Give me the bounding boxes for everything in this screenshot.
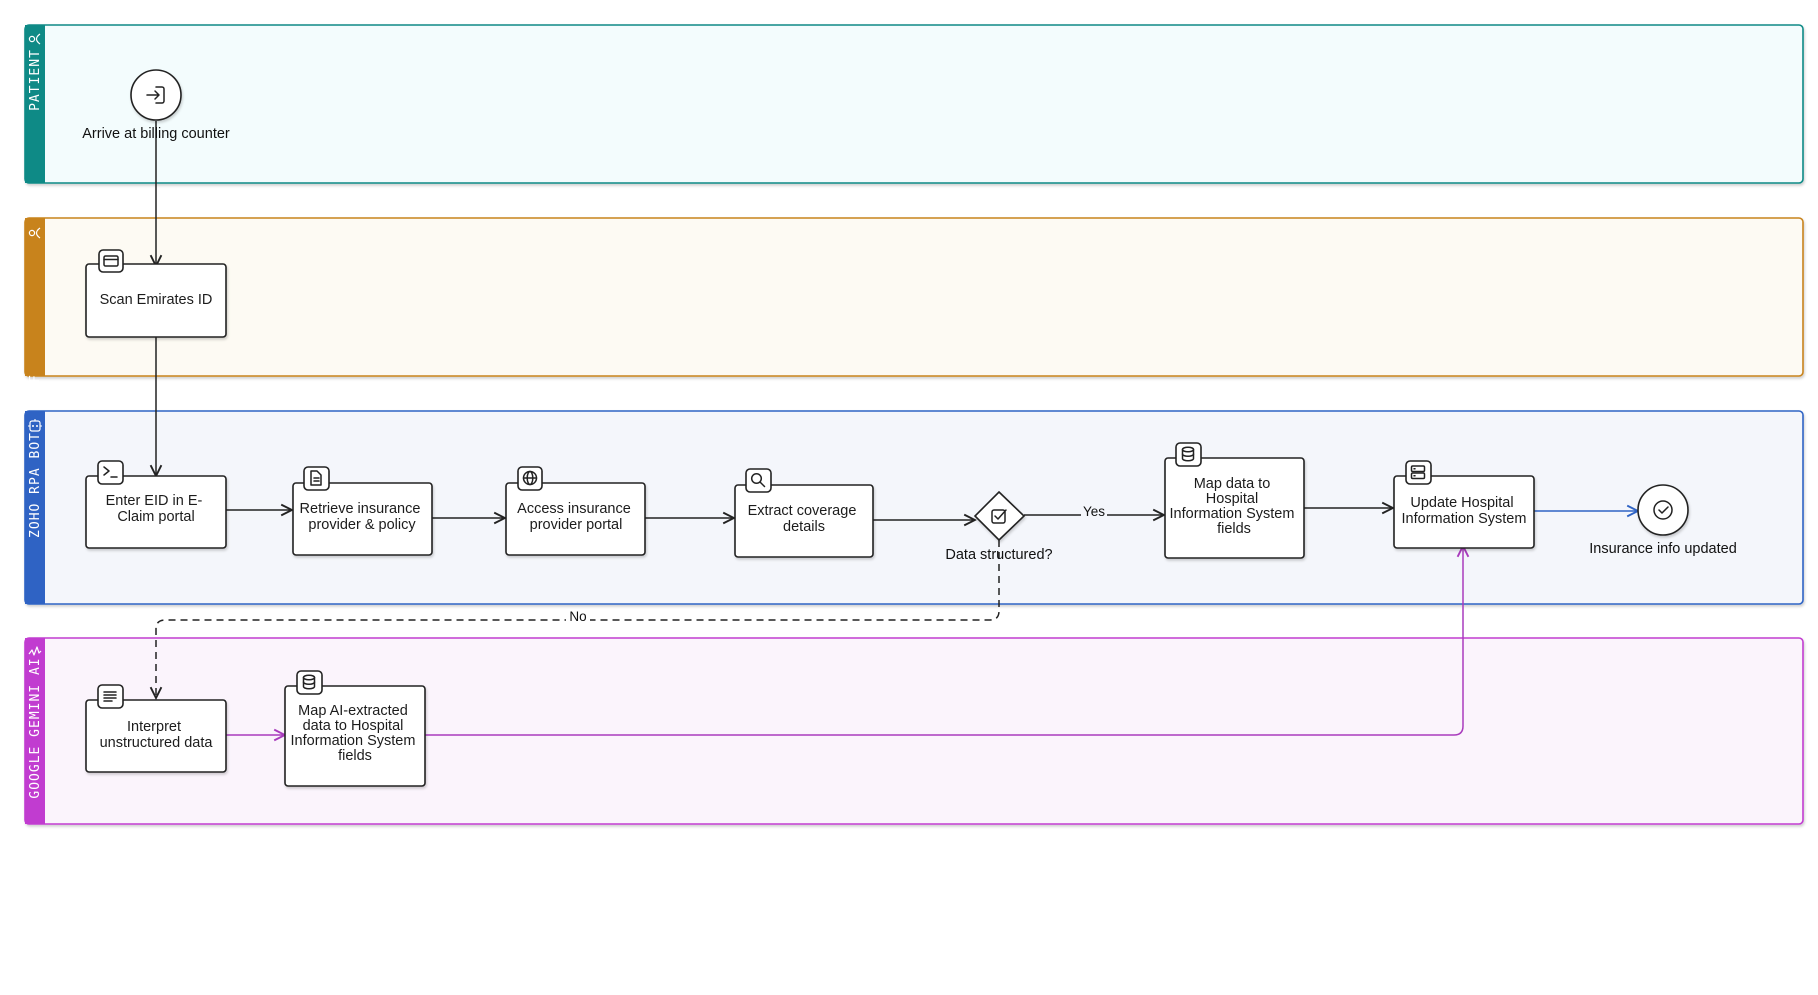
search-icon (750, 472, 766, 488)
edges: Yes No (156, 121, 1638, 735)
task-extract-icon-box (745, 468, 772, 493)
end-event-label: Insurance info updated (1589, 541, 1737, 557)
check-circle-icon (1653, 500, 1673, 520)
task-interpret-box (85, 699, 227, 773)
task-extract-coverage[interactable]: Extract coverage details (734, 468, 874, 558)
task-extract-label: Extract coverage details (748, 503, 861, 535)
end-event[interactable]: Insurance info updated (1589, 484, 1737, 557)
task-scan-icon-box (98, 249, 124, 273)
task-scan-box (85, 263, 227, 338)
lane-ai: GOOGLE GEMINI AI (24, 637, 1804, 825)
task-access-portal[interactable]: Access insurance provider portal (505, 466, 646, 556)
person-icon (28, 33, 41, 45)
document-icon (310, 470, 322, 486)
gateway-label: Data structured? (945, 547, 1052, 563)
database-icon (1181, 446, 1195, 462)
task-retrieve-label: Retrieve insurance provider & policy (300, 501, 425, 533)
lane-rpa: ZOHO RPA BOT (24, 410, 1804, 605)
enter-icon (146, 86, 165, 104)
database-icon (302, 674, 316, 690)
bot-icon (28, 419, 42, 432)
task-map-data-icon-box (1175, 442, 1202, 467)
task-map-ai-label: Map AI-extracted data to Hospital Inform… (291, 703, 420, 764)
person-icon (28, 227, 41, 239)
lane-rpa-body (24, 410, 1804, 605)
task-map-data[interactable]: Map data to Hospital Information System … (1164, 442, 1305, 559)
no-label-group: No (566, 609, 590, 625)
ai-sparkle-icon (28, 646, 42, 656)
task-interpret-unstructured[interactable]: Interpret unstructured data (85, 684, 227, 773)
lane-ai-label: GOOGLE GEMINI AI (28, 657, 43, 798)
edge-mapai-to-update (425, 546, 1463, 736)
start-event[interactable]: Arrive at billing counter (82, 69, 230, 142)
lane-ai-header (25, 638, 45, 824)
lane-patient-label: PATIENT (28, 49, 43, 111)
task-enter-eid-box (85, 475, 227, 549)
task-interpret-label: Interpret unstructured data (100, 719, 214, 751)
task-scan-label: Scan Emirates ID (100, 292, 213, 308)
task-update-box (1393, 475, 1535, 549)
task-enter-eid[interactable]: Enter EID in E- Claim portal (85, 460, 227, 549)
globe-icon (522, 470, 538, 486)
task-retrieve-insurance[interactable]: Retrieve insurance provider & policy (292, 466, 433, 556)
card-icon (103, 255, 119, 267)
lane-staff-header (25, 218, 45, 376)
task-map-ai-icon-box (296, 670, 323, 695)
no-label-bg (566, 609, 590, 625)
task-access-label: Access insurance provider portal (517, 501, 635, 533)
gateway-data-structured[interactable]: Data structured? (945, 490, 1053, 563)
lane-staff-body (24, 217, 1804, 377)
no-label: No (569, 609, 586, 624)
checkbox-icon (991, 509, 1007, 524)
gateway-diamond (973, 490, 1026, 542)
task-extract-box (734, 484, 874, 558)
task-enter-eid-label: Enter EID in E- Claim portal (106, 493, 207, 525)
yes-label-bg (1081, 503, 1107, 519)
text-lines-icon (103, 691, 117, 702)
lane-rpa-header (25, 411, 45, 604)
lane-rpa-label: ZOHO RPA BOT (28, 432, 43, 538)
task-map-data-box (1164, 457, 1305, 559)
task-access-box (505, 482, 646, 556)
lane-patient-header (25, 25, 45, 183)
task-map-ai-data[interactable]: Map AI-extracted data to Hospital Inform… (284, 670, 426, 787)
end-event-circle (1637, 484, 1689, 536)
start-event-label: Arrive at billing counter (82, 126, 230, 142)
task-update-his[interactable]: Update Hospital Information System (1393, 460, 1535, 549)
task-map-data-label: Map data to Hospital Information System … (1170, 476, 1299, 537)
server-icon (1410, 465, 1426, 480)
task-retrieve-box (292, 482, 433, 556)
task-scan-emirates-id[interactable]: Scan Emirates ID (85, 249, 227, 338)
task-map-ai-box (284, 685, 426, 787)
lane-patient: PATIENT (24, 24, 1804, 184)
terminal-icon (103, 466, 118, 478)
task-update-label: Update Hospital Information System (1402, 495, 1527, 527)
yes-label: Yes (1083, 504, 1105, 519)
task-interpret-icon-box (97, 684, 124, 709)
lane-patient-body (24, 24, 1804, 184)
task-enter-eid-icon-box (97, 460, 124, 485)
yes-label-group: Yes (1081, 503, 1107, 519)
